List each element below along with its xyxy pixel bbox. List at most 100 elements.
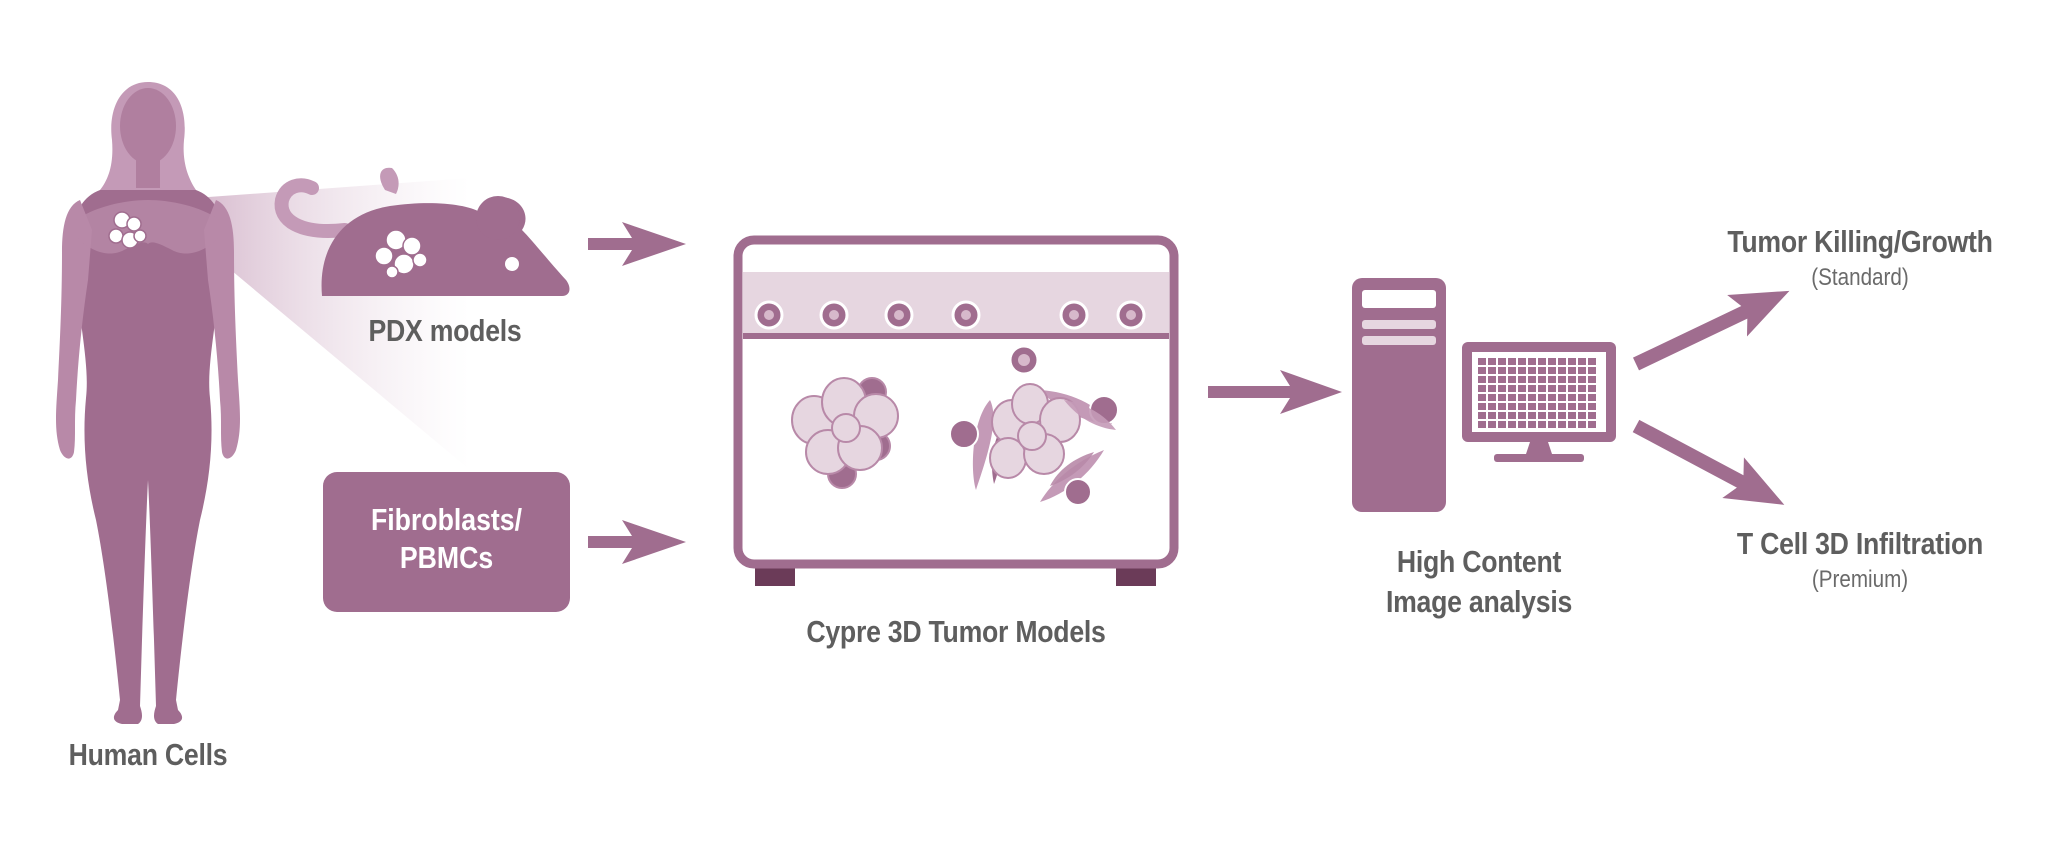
fibroblasts-label-line1: Fibroblasts/: [370, 502, 523, 537]
screen-grid-cell: [1478, 367, 1486, 374]
cypre-models-label: Cypre 3D Tumor Models: [806, 614, 1106, 649]
screen-grid-cell: [1498, 376, 1506, 383]
screen-grid-cell: [1538, 412, 1546, 419]
screen-grid-cell: [1528, 394, 1536, 401]
tumor-cluster-icon: [108, 211, 147, 249]
screen-grid-cell: [1578, 385, 1586, 392]
high-content-label-line1: High Content: [1396, 544, 1562, 579]
arrow-fibroblasts-to-plate: [588, 520, 686, 564]
mouse-icon: [274, 167, 570, 296]
screen-grid-cell: [1538, 403, 1546, 410]
screen-grid-cell: [1538, 421, 1546, 428]
screen-grid-cell: [1518, 358, 1526, 365]
screen-grid-cell: [1568, 403, 1576, 410]
screen-grid-cell: [1538, 376, 1546, 383]
screen-grid-cell: [1568, 367, 1576, 374]
screen-grid-cell: [1518, 385, 1526, 392]
screen-grid-cell: [1498, 367, 1506, 374]
screen-grid-cell: [1498, 358, 1506, 365]
t-cell-label: T Cell 3D Infiltration: [1736, 526, 1984, 561]
screen-grid-cell: [1568, 394, 1576, 401]
screen-grid-cell: [1518, 403, 1526, 410]
screen-grid-cell: [1528, 412, 1536, 419]
screen-grid-cell: [1558, 403, 1566, 410]
monitor-icon: [1462, 342, 1616, 462]
screen-grid-cell: [1578, 394, 1586, 401]
screen-grid-cell: [1488, 421, 1496, 428]
arrow-pdx-to-plate: [588, 222, 686, 266]
screen-grid-cell: [1578, 376, 1586, 383]
pdx-models-label: PDX models: [368, 313, 522, 348]
screen-grid-cell: [1498, 421, 1506, 428]
fibroblasts-label-line2: PBMCs: [399, 540, 494, 575]
screen-grid-cell: [1478, 421, 1486, 428]
screen-grid-cell: [1588, 376, 1596, 383]
screen-grid-cell: [1588, 367, 1596, 374]
screen-grid-cell: [1568, 412, 1576, 419]
screen-grid-cell: [1508, 358, 1516, 365]
screen-grid-cell: [1488, 385, 1496, 392]
screen-grid-cell: [1528, 376, 1536, 383]
screen-grid-cell: [1508, 403, 1516, 410]
screen-grid-cell: [1588, 412, 1596, 419]
screen-grid-cell: [1548, 394, 1556, 401]
screen-grid-cell: [1478, 412, 1486, 419]
screen-grid-cell: [1508, 412, 1516, 419]
screen-grid-cell: [1578, 421, 1586, 428]
screen-grid-cell: [1558, 376, 1566, 383]
screen-grid-cell: [1578, 412, 1586, 419]
screen-grid-cell: [1588, 358, 1596, 365]
arrow-plate-to-computer: [1208, 370, 1342, 414]
human-cells-label: Human Cells: [68, 737, 228, 772]
screen-grid-cell: [1578, 367, 1586, 374]
screen-grid-cell: [1548, 412, 1556, 419]
screen-grid-cell: [1518, 394, 1526, 401]
screen-grid-cell: [1508, 421, 1516, 428]
screen-grid-cell: [1528, 385, 1536, 392]
fibroblasts-box: [323, 472, 570, 612]
screen-grid-cell: [1508, 367, 1516, 374]
culture-plate-icon: [733, 235, 1179, 586]
screen-grid-cell: [1478, 394, 1486, 401]
high-content-label-line2: Image analysis: [1385, 584, 1573, 619]
screen-grid-cell: [1548, 421, 1556, 428]
screen-grid-cell: [1488, 412, 1496, 419]
screen-grid-cell: [1588, 403, 1596, 410]
screen-grid-cell: [1588, 394, 1596, 401]
screen-grid-cell: [1568, 358, 1576, 365]
screen-grid-cell: [1568, 421, 1576, 428]
screen-grid-cell: [1558, 412, 1566, 419]
screen-grid-cell: [1538, 367, 1546, 374]
screen-grid-cell: [1488, 403, 1496, 410]
screen-grid-cell: [1578, 403, 1586, 410]
screen-grid-cell: [1528, 358, 1536, 365]
screen-grid-cell: [1588, 385, 1596, 392]
t-cell-tier: (Premium): [1811, 566, 1909, 593]
arrow-to-tumor-killing: [1632, 290, 1790, 371]
screen-grid-cell: [1518, 376, 1526, 383]
screen-grid-cell: [1478, 385, 1486, 392]
screen-grid-cell: [1568, 376, 1576, 383]
screen-grid-cell: [1528, 403, 1536, 410]
screen-grid-cell: [1498, 394, 1506, 401]
screen-grid-cell: [1588, 421, 1596, 428]
computer-tower-icon: [1352, 278, 1446, 512]
screen-grid-cell: [1548, 385, 1556, 392]
screen-grid-cell: [1488, 376, 1496, 383]
screen-grid-cell: [1578, 358, 1586, 365]
screen-grid-cell: [1498, 403, 1506, 410]
screen-grid-cell: [1508, 394, 1516, 401]
screen-grid-cell: [1508, 385, 1516, 392]
screen-grid-cell: [1548, 358, 1556, 365]
screen-grid-cell: [1498, 412, 1506, 419]
screen-grid-cell: [1488, 367, 1496, 374]
screen-grid-cell: [1558, 385, 1566, 392]
screen-grid-cell: [1478, 358, 1486, 365]
screen-grid-cell: [1528, 421, 1536, 428]
woman-silhouette-icon: [56, 82, 240, 724]
screen-grid-cell: [1538, 385, 1546, 392]
screen-grid-cell: [1478, 376, 1486, 383]
screen-grid-cell: [1538, 358, 1546, 365]
screen-grid-cell: [1558, 394, 1566, 401]
